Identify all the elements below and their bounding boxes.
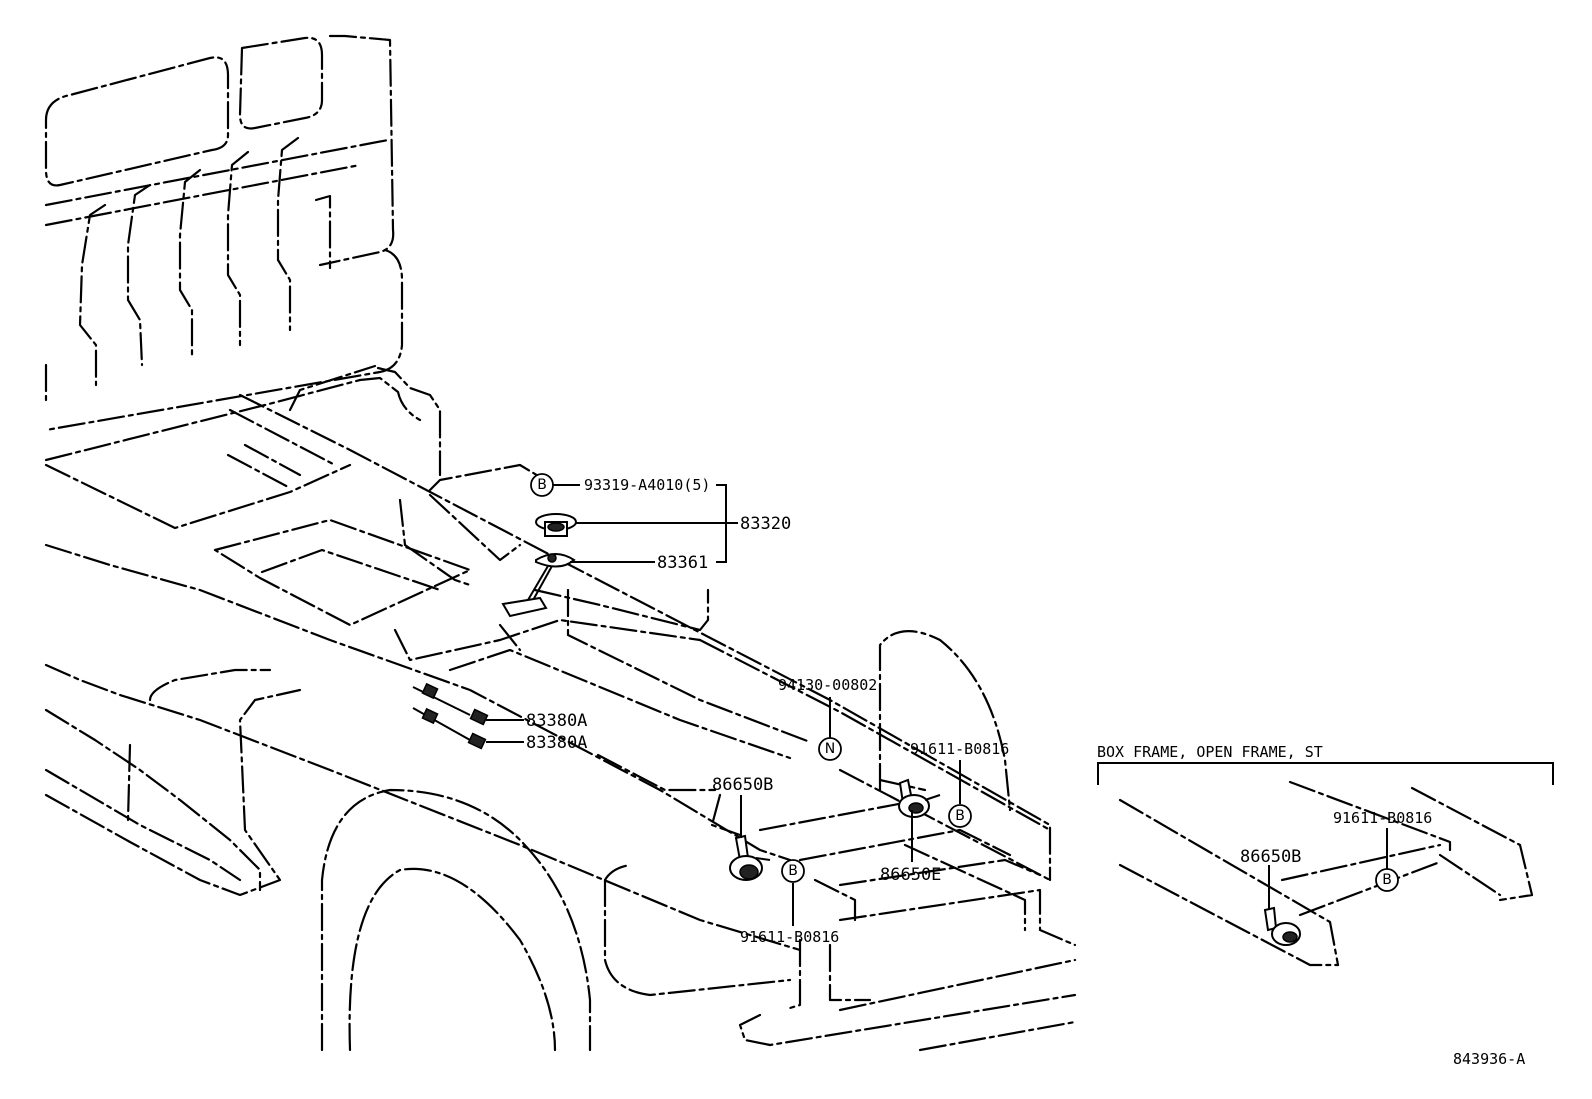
callout-91611-b0816-bottom: 91611-B0816: [740, 928, 839, 946]
callout-93319-a4010: 93319-A4010(5): [584, 476, 710, 494]
callout-83320: 83320: [740, 514, 791, 534]
inset-callout-91611-b0816: 91611-B0816: [1333, 809, 1432, 827]
sensor-83380a-upper: [412, 682, 489, 726]
frame-outline: [44, 393, 1077, 1052]
leader-lines: [486, 484, 961, 926]
callout-86650b: 86650B: [712, 775, 773, 795]
cab-outline: [44, 34, 442, 477]
inset-title: BOX FRAME, OPEN FRAME, ST: [1097, 743, 1323, 761]
horn-86650e: [898, 778, 941, 818]
callout-86650e: 86650E: [880, 865, 941, 885]
marker-b-right: B: [948, 804, 972, 828]
callout-91611-b0816-right: 91611-B0816: [910, 740, 1009, 758]
svg-text:B: B: [537, 477, 547, 493]
figure-number: 843936-A: [1453, 1050, 1525, 1068]
svg-text:B: B: [955, 808, 965, 824]
svg-text:B: B: [1382, 872, 1392, 888]
inset-callout-86650b: 86650B: [1240, 847, 1301, 867]
marker-b-bottom: B: [781, 859, 805, 883]
marker-n: N: [818, 737, 842, 761]
sensor-83380a-lower: [412, 707, 487, 750]
callout-83380a-lower: 83380A: [526, 733, 587, 753]
svg-text:B: B: [788, 863, 798, 879]
inset-box-frame: BOX FRAME, OPEN FRAME, ST B 91611-B0816 …: [1097, 743, 1554, 967]
horn-86650b: [729, 834, 771, 881]
svg-text:N: N: [825, 741, 835, 757]
wheels: [320, 630, 1012, 1052]
callout-83380a-upper: 83380A: [526, 711, 587, 731]
marker-b-top: B: [530, 473, 554, 497]
callout-83361: 83361: [657, 553, 708, 573]
callout-94130-00802: 94130-00802: [778, 676, 877, 694]
fuel-sender-gauge: [501, 513, 577, 618]
